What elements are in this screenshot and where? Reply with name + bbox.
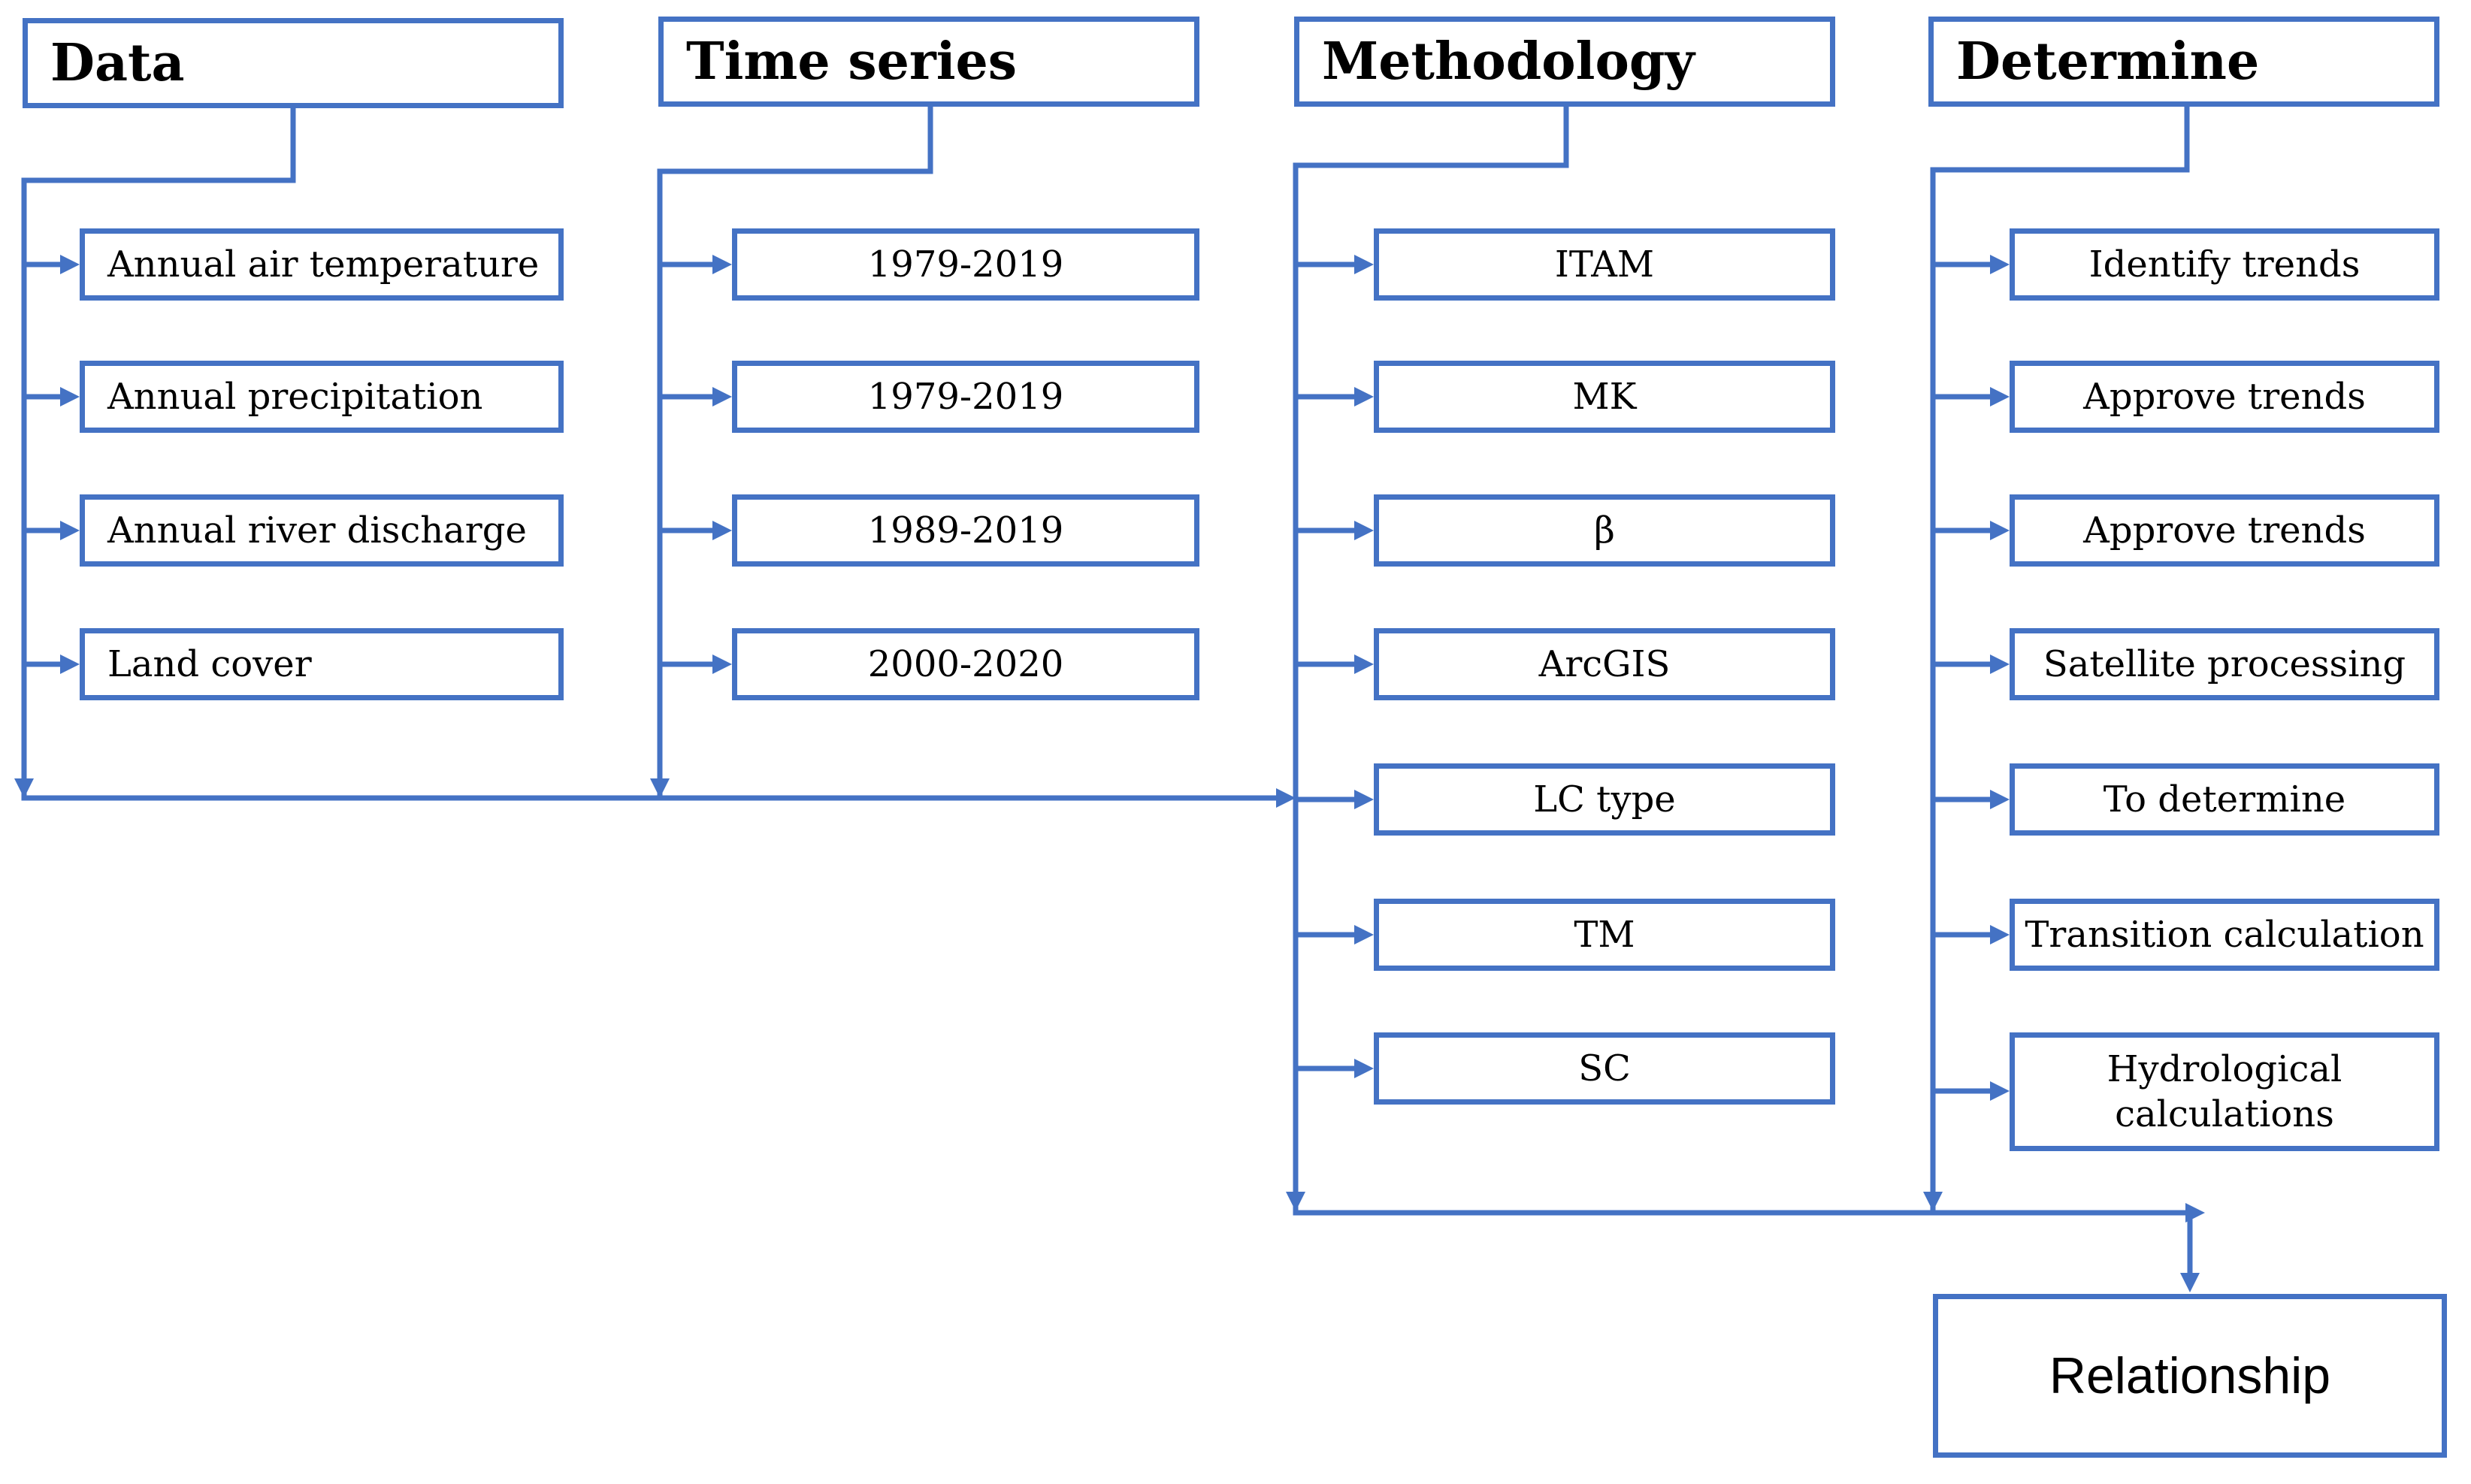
data-item-land-cover: Land cover: [80, 628, 564, 700]
arrowhead-39: [1354, 790, 1374, 809]
arrowhead-31: [1354, 255, 1374, 274]
determine-item-identify-trends: Identify trends: [2010, 228, 2439, 301]
determine-item-to-determine: To determine: [2010, 763, 2439, 836]
arrowhead-21: [712, 521, 732, 540]
arrowhead-33: [1354, 387, 1374, 407]
data-item-precipitation: Annual precipitation: [80, 361, 564, 433]
arrowhead-3: [14, 778, 34, 798]
header-time-series: Time series: [658, 17, 1199, 107]
method-item-arcgis: ArcGIS: [1374, 628, 1835, 700]
header-determine: Determine: [1928, 17, 2439, 107]
time-series-item-1: 1979-2019: [732, 228, 1199, 301]
arrowhead-23: [712, 654, 732, 674]
arrowhead-25: [1276, 788, 1296, 808]
arrowhead-7: [60, 387, 80, 407]
arrowhead-61: [1990, 1081, 2010, 1101]
arrowhead-51: [1990, 387, 2010, 407]
arrowhead-35: [1354, 521, 1374, 540]
time-series-item-2: 1979-2019: [732, 361, 1199, 433]
determine-item-transition-calculation: Transition calculation: [2010, 899, 2439, 971]
method-item-lc-type: LC type: [1374, 763, 1835, 836]
data-item-river-discharge: Annual river discharge: [80, 494, 564, 567]
method-item-itam: ITAM: [1374, 228, 1835, 301]
arrowhead-17: [712, 255, 732, 274]
time-series-item-3: 1989-2019: [732, 494, 1199, 567]
arrowhead-55: [1990, 654, 2010, 674]
method-item-sc: SC: [1374, 1032, 1835, 1105]
result-relationship: Relationship: [1933, 1294, 2447, 1458]
method-item-tm: TM: [1374, 899, 1835, 971]
arrowhead-53: [1990, 521, 2010, 540]
arrowhead-65: [2180, 1273, 2200, 1292]
data-item-air-temperature: Annual air temperature: [80, 228, 564, 301]
arrowhead-19: [712, 387, 732, 407]
arrowhead-49: [1990, 255, 2010, 274]
arrowhead-37: [1354, 654, 1374, 674]
arrowhead-29: [1286, 1192, 1305, 1211]
determine-item-satellite-processing: Satellite processing: [2010, 628, 2439, 700]
method-item-mk: MK: [1374, 361, 1835, 433]
arrowhead-9: [60, 521, 80, 540]
header-data: Data: [23, 18, 564, 108]
arrowhead-47: [1923, 1192, 1943, 1211]
arrowhead-15: [650, 778, 670, 798]
arrowhead-59: [1990, 925, 2010, 945]
arrowhead-57: [1990, 790, 2010, 809]
determine-item-approve-trends-1: Approve trends: [2010, 361, 2439, 433]
time-series-item-4: 2000-2020: [732, 628, 1199, 700]
determine-item-approve-trends-2: Approve trends: [2010, 494, 2439, 567]
arrowhead-5: [60, 255, 80, 274]
method-item-beta: β: [1374, 494, 1835, 567]
determine-item-hydrological-calculations: Hydrological calculations: [2010, 1032, 2439, 1151]
arrowhead-11: [60, 654, 80, 674]
header-methodology: Methodology: [1294, 17, 1835, 107]
arrowhead-41: [1354, 925, 1374, 945]
arrowhead-43: [1354, 1059, 1374, 1078]
